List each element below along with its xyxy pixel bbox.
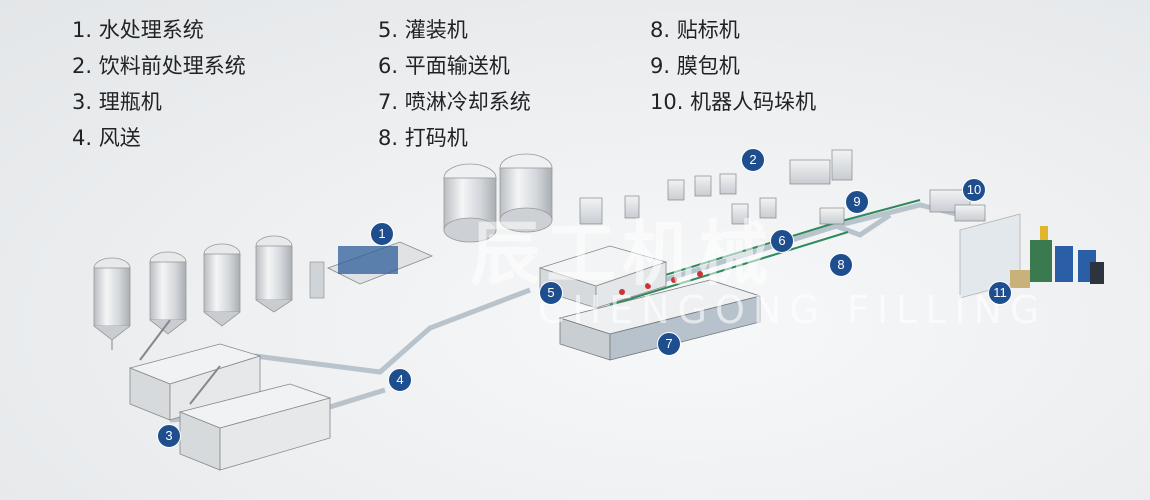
green-conveyor-track	[599, 199, 921, 306]
filling-machine	[538, 245, 668, 309]
callout-badge-11: 11	[988, 281, 1012, 305]
unscrambler-machine	[178, 365, 332, 471]
palletizer-cell	[959, 213, 1104, 299]
callout-badge-6: 6	[770, 229, 794, 253]
watermark-subtext: CHENGONG FILLING	[538, 288, 1048, 332]
legend-item: 8. 贴标机	[650, 18, 740, 42]
legend-item: 2. 饮料前处理系统	[72, 54, 246, 78]
water-treatment-skid	[309, 241, 434, 299]
legend-item: 10. 机器人码垛机	[650, 90, 817, 114]
callout-badge-5: 5	[539, 281, 563, 305]
callout-badge-7: 7	[657, 332, 681, 356]
labeler-and-wrapper	[819, 189, 986, 225]
tank	[93, 257, 131, 350]
tank	[203, 243, 241, 327]
legend-item: 6. 平面输送机	[378, 54, 510, 78]
storage-tanks	[93, 153, 553, 350]
legend-item: 9. 膜包机	[650, 54, 740, 78]
callout-badge-9: 9	[845, 190, 869, 214]
pretreatment-area	[579, 149, 853, 225]
legend-column-3: 8. 贴标机 9. 膜包机 10. 机器人码垛机	[650, 12, 816, 120]
legend-item: 7. 喷淋冷却系统	[378, 90, 531, 114]
callout-badge-1: 1	[370, 222, 394, 246]
tank	[255, 235, 293, 313]
callout-badge-10: 10	[962, 178, 986, 202]
callout-badge-4: 4	[388, 368, 412, 392]
large-tank	[443, 163, 497, 243]
legend-column-1: 1. 水处理系统 2. 饮料前处理系统 3. 理瓶机 4. 风送	[72, 12, 246, 156]
tank	[149, 251, 187, 335]
callout-badge-3: 3	[157, 424, 181, 448]
callout-badge-2: 2	[741, 148, 765, 172]
watermark-logo-text: 辰工机械	[470, 213, 774, 295]
legend-item: 5. 灌装机	[378, 18, 468, 42]
legend-item: 1. 水处理系统	[72, 18, 204, 42]
legend-item: 3. 理瓶机	[72, 90, 162, 114]
large-tank	[499, 153, 553, 233]
unscrambler-machine	[128, 319, 262, 421]
cooling-tunnel	[558, 271, 762, 361]
legend-column-2: 5. 灌装机 6. 平面输送机 7. 喷淋冷却系统 8. 打码机	[378, 12, 531, 156]
legend-item: 8. 打码机	[378, 126, 468, 150]
legend: 1. 水处理系统 2. 饮料前处理系统 3. 理瓶机 4. 风送 5. 灌装机 …	[0, 12, 1150, 162]
legend-item: 4. 风送	[72, 126, 141, 150]
callout-badge-8: 8	[829, 253, 853, 277]
